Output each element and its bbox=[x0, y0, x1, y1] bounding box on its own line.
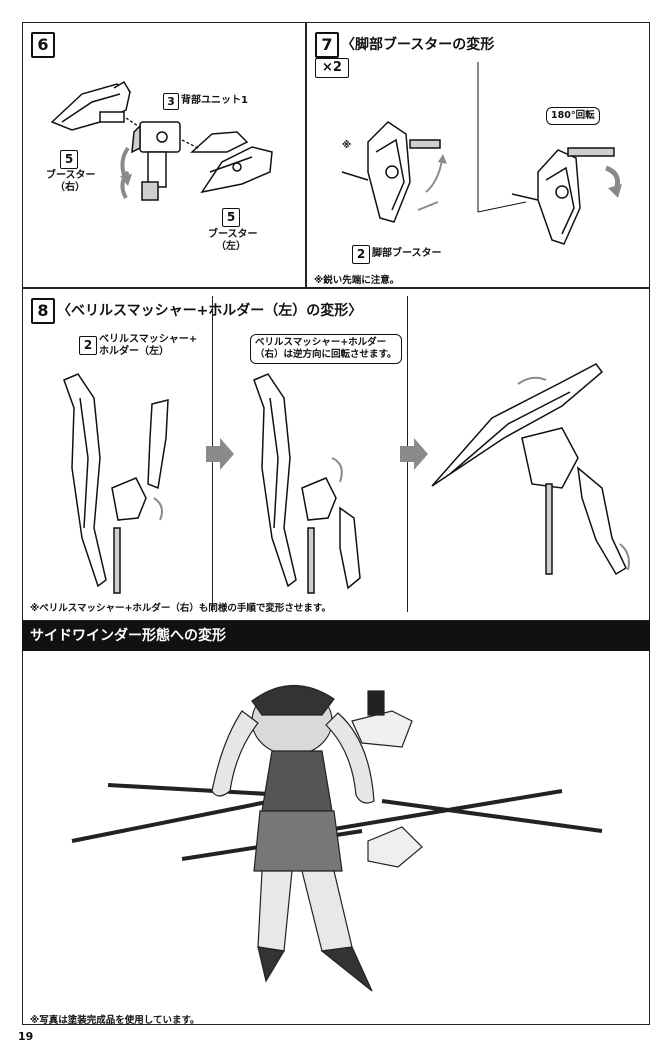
step7-part2-num: 2 bbox=[352, 245, 370, 264]
step8-callout-line1: ベリルスマッシャー+ホルダー bbox=[255, 337, 387, 348]
step7-number: 7 bbox=[315, 32, 339, 58]
sidewinder-photo bbox=[71, 684, 603, 992]
beryl-smasher-stage1 bbox=[63, 373, 169, 594]
step8-part2-num: 2 bbox=[79, 336, 97, 355]
figure-body bbox=[211, 684, 423, 992]
step7-part2-label: 脚部ブースター bbox=[372, 248, 442, 259]
beryl-smasher-stage3 bbox=[431, 363, 627, 576]
step6-part5a-label-1: ブースター bbox=[46, 170, 96, 181]
arrow-up-icon bbox=[425, 159, 443, 193]
step6-part5b-label-2: （左） bbox=[216, 241, 246, 252]
step6-number: 6 bbox=[31, 32, 55, 58]
step6-part5b-num: 5 bbox=[222, 208, 240, 227]
step8-number: 8 bbox=[31, 298, 55, 324]
step8-part2-label-2: ホルダー（左） bbox=[99, 346, 169, 357]
leg-booster-part-2 bbox=[511, 147, 615, 245]
step6-part3-label: 背部ユニット1 bbox=[181, 95, 248, 106]
arrow-in-icon bbox=[417, 201, 439, 211]
leg-booster-part-1 bbox=[341, 121, 441, 223]
step8-callout: ベリルスマッシャー+ホルダー （右）は逆方向に回転させます。 bbox=[250, 334, 402, 364]
step8-part2-label-1: ベリルスマッシャー+ bbox=[99, 334, 198, 345]
step8-title: 〈ベリルスマッシャー+ホルダー（左）の変形〉 bbox=[57, 303, 363, 319]
step7-illustration bbox=[341, 62, 622, 245]
step8-callout-line2: （右）は逆方向に回転させます。 bbox=[255, 349, 397, 360]
step6-part5b-label-1: ブースター bbox=[208, 229, 258, 240]
rotate-arrow-icon-8d bbox=[619, 543, 630, 571]
beryl-smasher-stage2 bbox=[253, 373, 361, 594]
rotate-arrow-icon-8c bbox=[517, 376, 547, 385]
step6-part5a-num: 5 bbox=[60, 150, 78, 169]
step6-arrows bbox=[125, 117, 199, 149]
step-arrow-icon-1 bbox=[206, 438, 234, 470]
rotate-arrow-icon-8b bbox=[331, 457, 343, 483]
step8-illustration bbox=[63, 363, 630, 594]
step6-part5a-label-2: （右） bbox=[55, 182, 85, 193]
step6-part3-num: 3 bbox=[163, 93, 179, 110]
booster-left-part bbox=[190, 131, 273, 194]
page-number: 19 bbox=[18, 1030, 34, 1043]
rotate-arrow-icon-2 bbox=[120, 170, 130, 199]
booster-right-part bbox=[50, 80, 131, 131]
back-unit-part bbox=[131, 121, 181, 201]
sidewinder-photo-note: ※写真は塗装完成品を使用しています。 bbox=[30, 1015, 200, 1026]
step8-note: ※ベリルスマッシャー+ホルダー（右）も同様の手順で変形させます。 bbox=[30, 603, 331, 614]
step7-rotation-callout: 180°回転 bbox=[546, 107, 600, 125]
step6-illustration bbox=[50, 80, 273, 201]
sidewinder-banner: サイドワインダー形態への変形 bbox=[22, 621, 650, 651]
step7-asterisk: ※ bbox=[342, 140, 352, 151]
step7-note: ※鋭い先端に注意。 bbox=[314, 275, 400, 286]
rotate-arrow-icon-8a bbox=[153, 497, 163, 521]
step7-multiplier: ×2 bbox=[315, 58, 349, 78]
step-arrow-icon-2 bbox=[400, 438, 428, 470]
step7-title: 〈脚部ブースターの変形 bbox=[341, 37, 495, 53]
